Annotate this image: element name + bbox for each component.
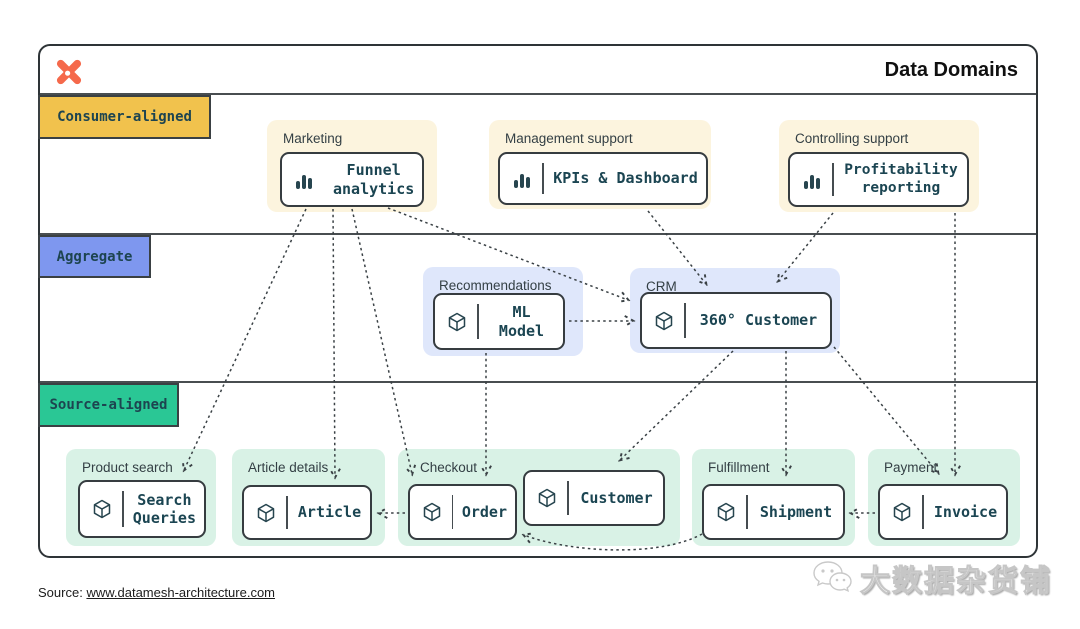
- cube-icon: [93, 499, 111, 519]
- product-name: Invoice: [933, 502, 998, 521]
- bar-chart-icon: [514, 173, 530, 188]
- cube-icon: [893, 502, 911, 522]
- cube-icon: [717, 502, 735, 522]
- domain-label: Fulfillment: [708, 460, 770, 475]
- product-box-invoice: Invoice: [878, 484, 1008, 540]
- cube-icon: [423, 502, 441, 522]
- box-divider: [477, 304, 479, 339]
- source-prefix: Source:: [38, 585, 83, 600]
- cube-icon: [655, 311, 673, 330]
- band-tag-source-aligned: Source-aligned: [38, 383, 179, 427]
- bar-chart-icon: [804, 174, 820, 189]
- product-name: ML Model: [498, 303, 545, 340]
- domain-label: Management support: [505, 131, 633, 146]
- product-name: 360° Customer: [699, 311, 818, 330]
- box-divider: [286, 496, 288, 529]
- product-box-order: Order: [408, 484, 517, 540]
- cube-icon: [538, 488, 556, 508]
- band-tag-consumer-aligned: Consumer-aligned: [38, 95, 211, 139]
- product-box-ml-model: ML Model: [433, 293, 565, 350]
- lane-divider-3: [40, 381, 1036, 383]
- product-box-shipment: Shipment: [702, 484, 845, 540]
- cube-icon: [257, 503, 275, 522]
- box-divider: [746, 495, 748, 529]
- wechat-icon: [813, 561, 852, 593]
- domain-label: Product search: [82, 460, 173, 475]
- box-divider: [684, 303, 686, 338]
- product-name: Order: [461, 502, 507, 521]
- product-name: Funnel analytics: [333, 161, 415, 198]
- bar-chart-icon: [296, 174, 312, 189]
- domain-label: Marketing: [283, 131, 343, 146]
- product-box-article: Article: [242, 485, 372, 540]
- lane-divider-1: [40, 93, 1036, 95]
- source-link[interactable]: www.datamesh-architecture.com: [86, 585, 276, 600]
- domain-label: Controlling support: [795, 131, 909, 146]
- domain-label: Article details: [248, 460, 329, 475]
- datamesh-x-logo-icon: [56, 59, 82, 85]
- product-name: Customer: [580, 488, 653, 507]
- cube-icon: [448, 312, 466, 331]
- page-title: Data Domains: [884, 59, 1018, 81]
- box-divider: [567, 481, 569, 515]
- domain-label: Recommendations: [439, 278, 552, 293]
- product-name: Shipment: [759, 502, 833, 521]
- product-name: Article: [297, 503, 362, 522]
- product-name: KPIs & Dashboard: [553, 169, 698, 188]
- watermark: 大数据杂货铺: [810, 556, 1052, 600]
- product-box-profitability-reporting: Profitability reporting: [788, 152, 969, 207]
- lane-divider-2: [40, 233, 1036, 235]
- product-box-customer: Customer: [523, 470, 665, 526]
- product-box-kpis-dashboard: KPIs & Dashboard: [498, 152, 708, 205]
- box-divider: [542, 163, 544, 194]
- product-box-360-customer: 360° Customer: [640, 292, 832, 349]
- box-divider: [452, 495, 453, 529]
- domain-label: Checkout: [420, 460, 478, 475]
- box-divider: [122, 491, 124, 527]
- source-note: Source: www.datamesh-architecture.com: [38, 585, 275, 600]
- product-name: Profitability reporting: [844, 161, 958, 196]
- box-divider: [922, 495, 924, 529]
- product-box-funnel-analytics: Funnel analytics: [280, 152, 424, 207]
- watermark-text: 大数据杂货铺: [860, 565, 1052, 599]
- band-tag-aggregate: Aggregate: [38, 235, 151, 278]
- box-divider: [832, 163, 834, 196]
- product-box-search-queries: Search Queries: [78, 480, 206, 538]
- domain-label: Payment: [884, 460, 938, 475]
- product-name: Search Queries: [132, 490, 196, 527]
